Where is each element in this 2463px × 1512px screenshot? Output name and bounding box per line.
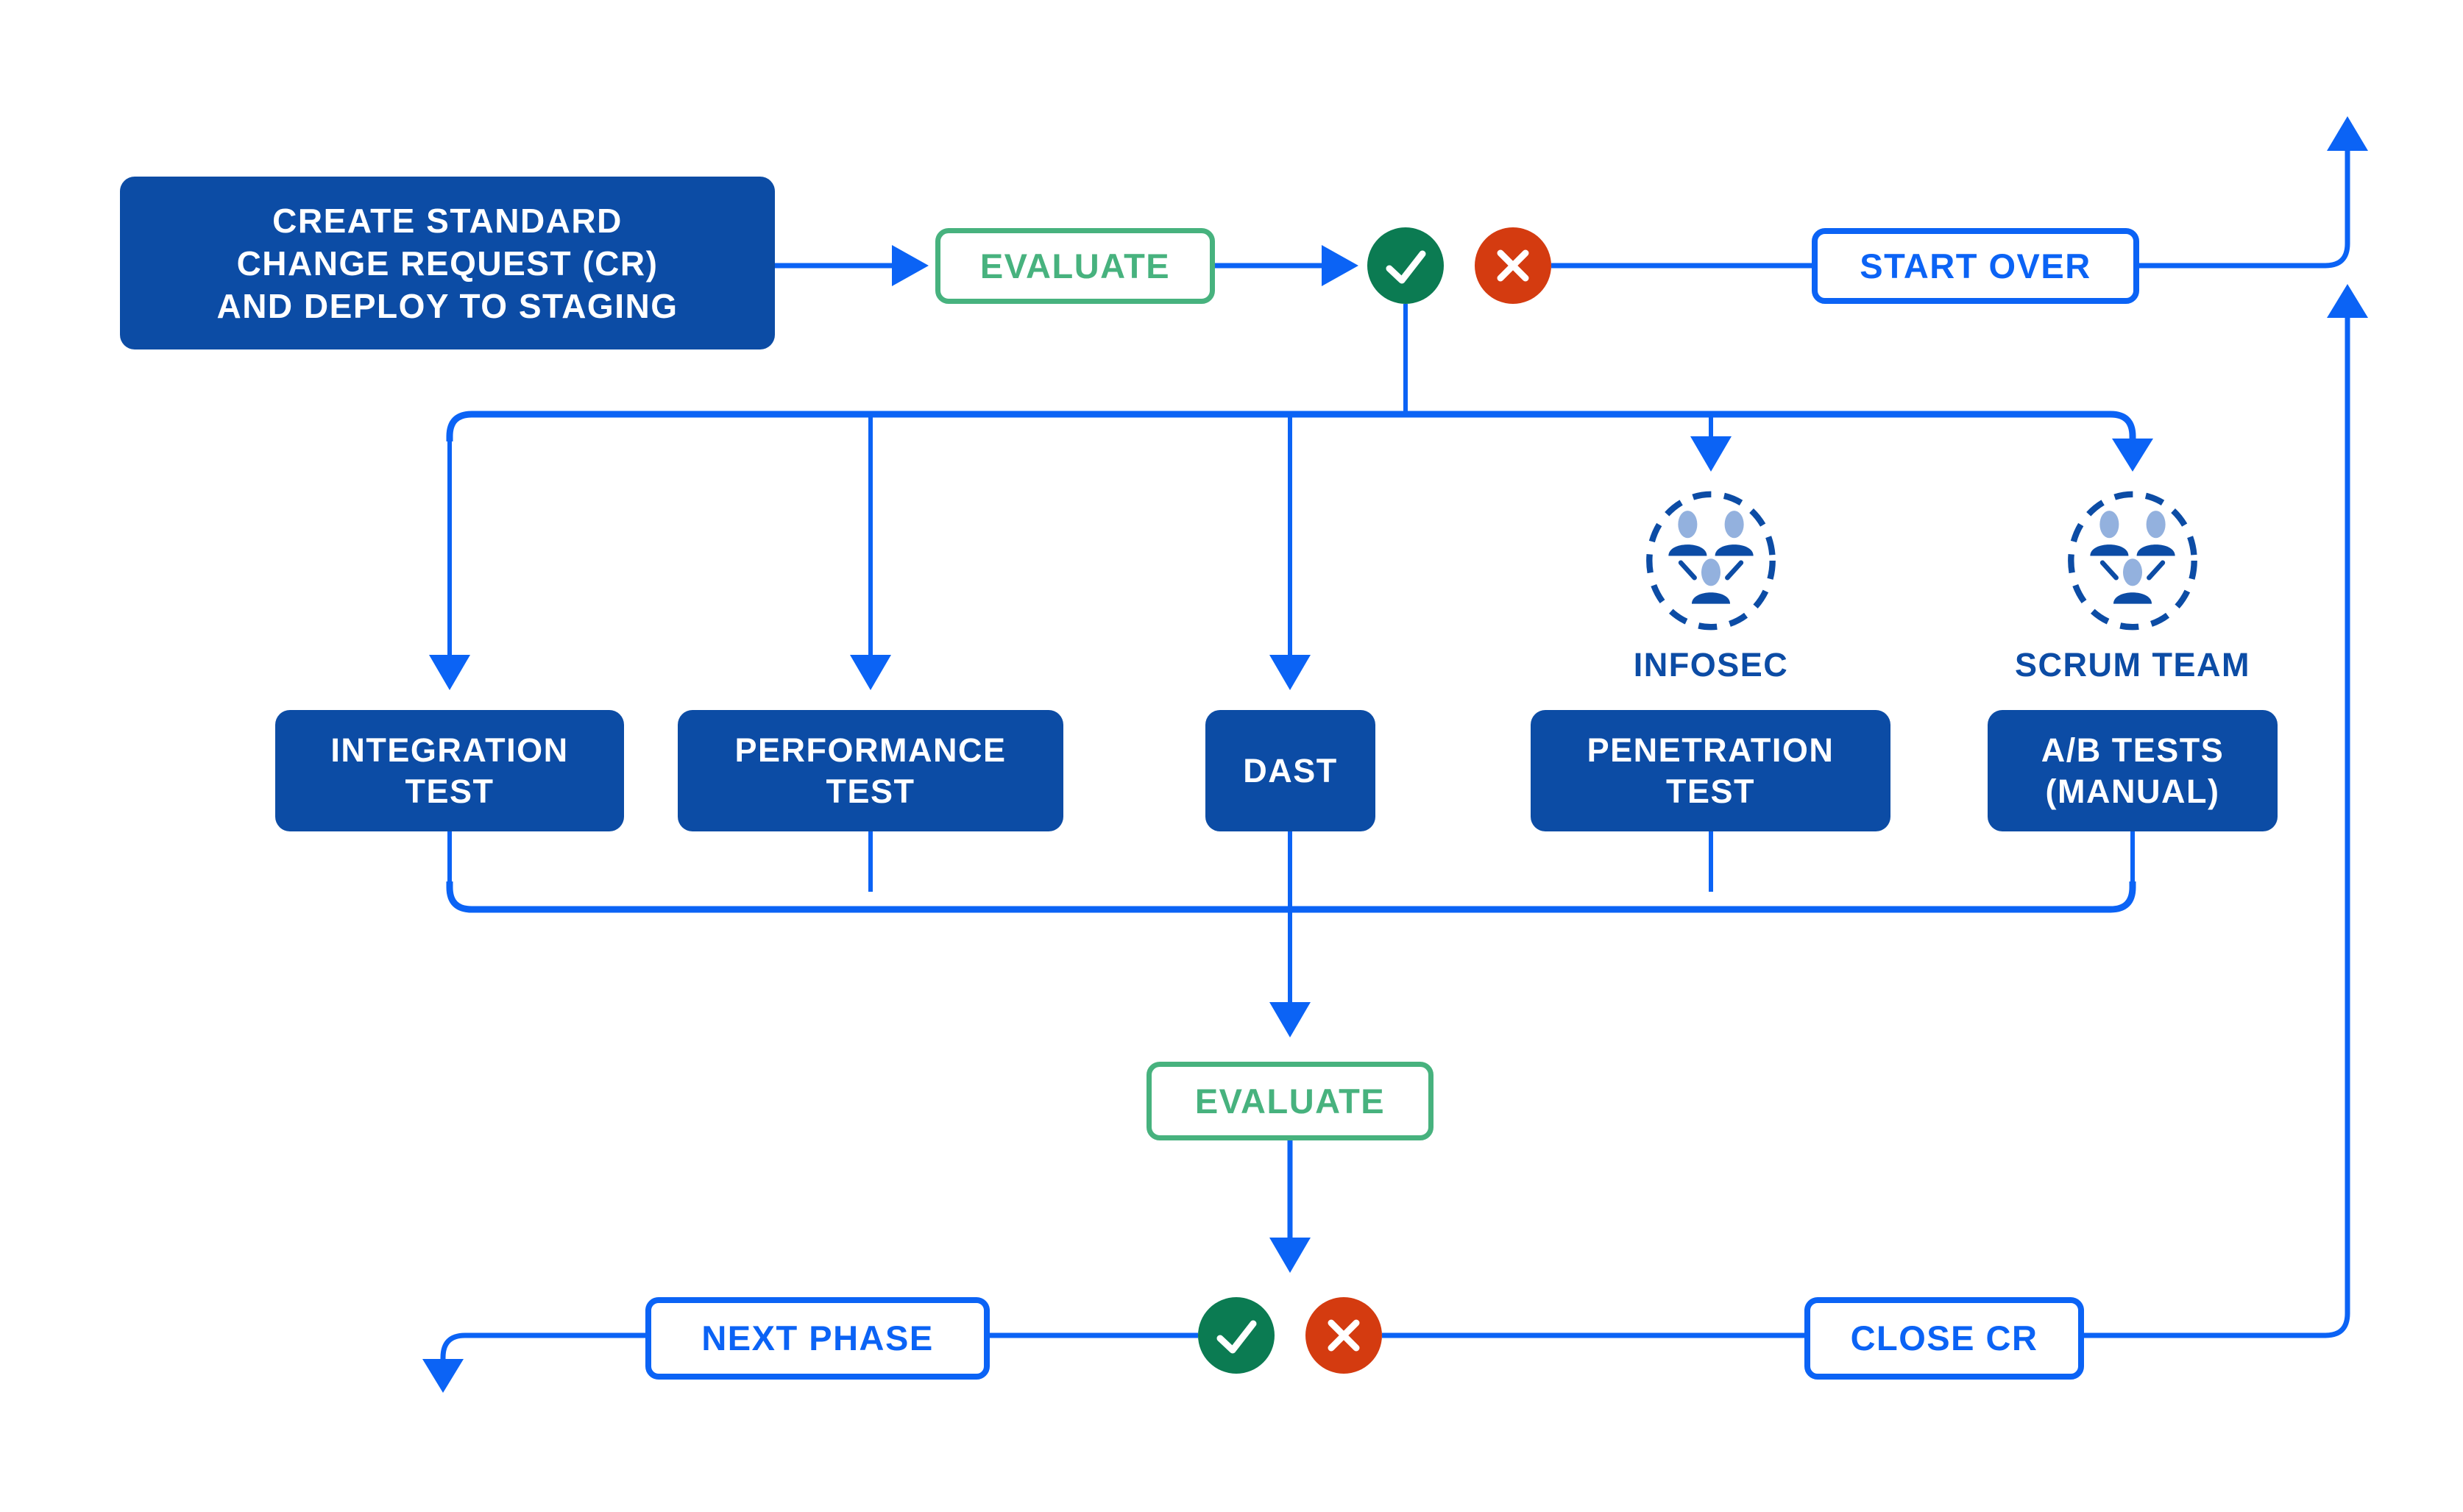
arrowhead-evaluate-mid bbox=[1269, 1002, 1311, 1037]
node-create-cr: CREATE STANDARD CHANGE REQUEST (CR) AND … bbox=[120, 177, 775, 349]
x-icon bbox=[1497, 249, 1529, 282]
arrowhead-performance bbox=[850, 655, 891, 690]
node-next-phase: NEXT PHASE bbox=[645, 1297, 990, 1380]
check-icon bbox=[1386, 250, 1426, 284]
arrowhead-scrum-team bbox=[2112, 439, 2153, 472]
scrum-team-label: SCRUM TEAM bbox=[2015, 646, 2250, 684]
node-close-cr: CLOSE CR bbox=[1804, 1297, 2084, 1380]
fail-badge-top bbox=[1475, 227, 1551, 304]
arrowhead-infosec bbox=[1690, 436, 1732, 472]
x-icon bbox=[1328, 1319, 1360, 1352]
arrowhead-to-decision-top bbox=[1322, 245, 1358, 286]
node-evaluate-mid: EVALUATE bbox=[1147, 1062, 1433, 1140]
arrowhead-loop-top bbox=[2327, 116, 2368, 151]
node-start-over: START OVER bbox=[1812, 228, 2139, 304]
pass-badge-top bbox=[1367, 227, 1444, 304]
connector-pass-to-next-phase bbox=[440, 1332, 1198, 1359]
fail-badge-bottom bbox=[1305, 1297, 1382, 1374]
arrowhead-to-evaluate-top bbox=[892, 245, 929, 286]
connector-fail-to-close-cr-loop bbox=[1382, 318, 2350, 1338]
arrowhead-loop-merge bbox=[2327, 284, 2368, 318]
arrowhead-decision-bottom bbox=[1269, 1238, 1311, 1273]
check-icon bbox=[1216, 1320, 1257, 1354]
arrowhead-next-phase-exit bbox=[422, 1359, 464, 1393]
node-ab-tests: A/B TESTS (MANUAL) bbox=[1988, 710, 2278, 831]
infosec-label: INFOSEC bbox=[1633, 646, 1789, 684]
node-evaluate-top: EVALUATE bbox=[935, 228, 1215, 304]
arrowhead-dast bbox=[1269, 655, 1311, 690]
team-icon-infosec bbox=[1642, 487, 1779, 634]
connector-fail-to-start-over-loop bbox=[1551, 151, 2350, 269]
node-integration-test: INTEGRATION TEST bbox=[275, 710, 624, 831]
node-dast: DAST bbox=[1205, 710, 1375, 831]
arrowhead-integration bbox=[429, 655, 470, 690]
node-penetration-test: PENETRATION TEST bbox=[1531, 710, 1890, 831]
node-performance-test: PERFORMANCE TEST bbox=[678, 710, 1063, 831]
team-icon-scrum bbox=[2064, 487, 2201, 634]
pass-badge-bottom bbox=[1198, 1297, 1275, 1374]
